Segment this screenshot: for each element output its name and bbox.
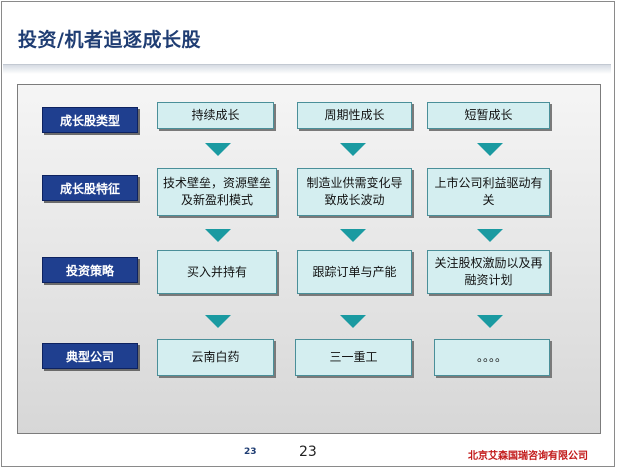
cell-strategy-cyclical: 跟踪订单与产能 [297,250,412,294]
row-label-type: 成长股类型 [42,107,138,133]
company-name: 北京艾森国瑞咨询有限公司 [468,451,588,462]
arrow-down-icon [205,315,231,328]
cell-strategy-continuous: 买入并持有 [157,250,277,294]
arrow-down-icon [477,315,503,328]
cell-feature-cyclical: 制造业供需变化导致成长波动 [297,168,412,216]
cell-type-cyclical: 周期性成长 [297,102,412,129]
arrow-down-icon [477,229,503,242]
slide-number-small: 23 [244,447,257,457]
page-number: 23 [299,444,317,460]
cell-company-continuous: 云南白药 [157,339,274,376]
cell-company-cyclical: 三一重工 [295,339,412,376]
row-label-feature: 成长股特征 [42,175,138,201]
row-label-company: 典型公司 [42,343,138,369]
cell-type-continuous: 持续成长 [157,102,274,129]
row-label-strategy: 投资策略 [42,257,138,283]
arrow-down-icon [340,315,366,328]
title-divider-bar [3,64,611,74]
arrow-down-icon [205,229,231,242]
arrow-down-icon [340,143,366,156]
cell-strategy-temporary: 关注股权激励以及再融资计划 [427,250,550,294]
arrow-down-icon [205,143,231,156]
cell-feature-temporary: 上市公司利益驱动有关 [427,168,550,216]
cell-feature-continuous: 技术壁垒，资源壁垒及新盈利模式 [157,168,277,216]
cell-type-temporary: 短暂成长 [427,102,550,129]
arrow-down-icon [477,143,503,156]
arrow-down-icon [340,229,366,242]
cell-company-ellipsis: 。。。。 [434,339,550,376]
slide-title: 投资/机者追逐成长股 [18,29,201,51]
